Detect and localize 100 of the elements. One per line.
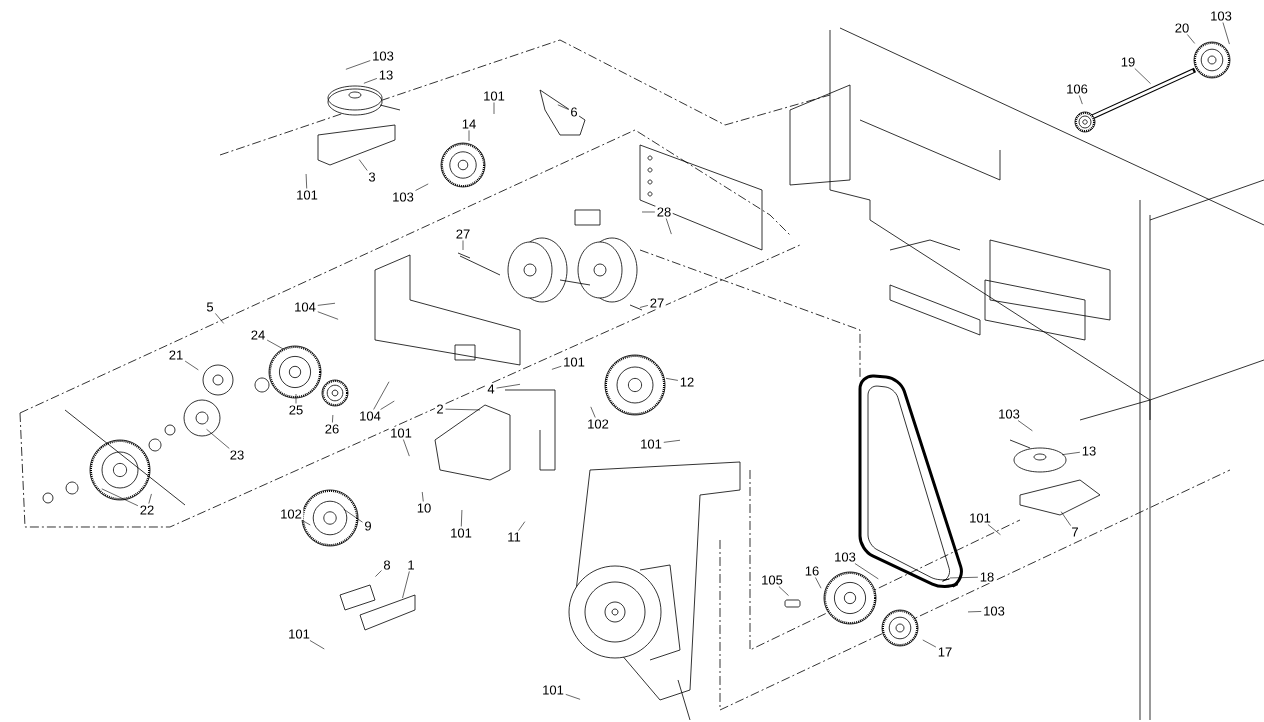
leader-line xyxy=(460,509,463,527)
callout-number: 12 xyxy=(678,375,696,389)
callout-number: 101 xyxy=(638,437,664,451)
callout-number: 101 xyxy=(561,355,587,369)
callout-number: 27 xyxy=(454,227,472,241)
leader-line xyxy=(415,183,429,191)
callout-number: 19 xyxy=(1119,55,1137,69)
leader-line xyxy=(557,104,569,110)
callout-number: 13 xyxy=(1080,444,1098,458)
leader-line xyxy=(518,521,526,531)
leader-line xyxy=(1060,511,1071,526)
callout-number: 28 xyxy=(655,205,673,219)
callout-number: 11 xyxy=(505,531,523,543)
callout-number: 20 xyxy=(1173,21,1191,35)
leader-line xyxy=(468,130,470,142)
callout-number: 104 xyxy=(357,409,383,423)
callout-number: 23 xyxy=(228,448,246,462)
leader-line xyxy=(854,563,879,580)
callout-number: 8 xyxy=(381,558,393,572)
leader-line xyxy=(266,339,284,350)
callout-number: 13 xyxy=(377,68,395,82)
callout-number: 25 xyxy=(287,403,305,417)
callout-number: 17 xyxy=(936,646,954,658)
leader-line xyxy=(967,611,982,613)
leader-line xyxy=(373,381,390,410)
leader-line xyxy=(1187,34,1196,44)
leader-line xyxy=(343,508,363,523)
leader-line xyxy=(375,570,382,577)
leader-line xyxy=(665,218,672,235)
callout-number: 103 xyxy=(996,407,1022,421)
leader-line xyxy=(421,491,424,502)
leader-line xyxy=(445,408,481,411)
leader-line xyxy=(101,488,139,507)
callout-number: 14 xyxy=(460,118,478,130)
leader-line xyxy=(493,102,495,115)
callout-number: 5 xyxy=(204,300,216,314)
leader-line xyxy=(565,694,581,700)
leader-line xyxy=(215,313,225,324)
callout-number: 6 xyxy=(568,105,580,119)
leader-line xyxy=(302,520,311,526)
leader-line xyxy=(778,586,789,596)
callout-number: 1 xyxy=(405,559,417,571)
leader-line xyxy=(641,211,656,213)
leader-line xyxy=(1017,420,1033,432)
callout-number: 104 xyxy=(292,300,318,314)
callout-number: 26 xyxy=(323,422,341,436)
leader-line xyxy=(380,400,395,410)
callout-number: 18 xyxy=(978,570,996,584)
callout-number: 9 xyxy=(362,519,374,533)
callout-number: 103 xyxy=(390,190,416,204)
leader-line xyxy=(590,406,596,418)
leader-line xyxy=(815,577,822,589)
callout-number: 22 xyxy=(138,503,156,517)
leader-line xyxy=(345,60,371,70)
callout-number: 10 xyxy=(415,501,433,515)
callout-number: 102 xyxy=(585,417,611,431)
callout-number: 103 xyxy=(981,604,1007,618)
leader-line xyxy=(1079,95,1083,105)
callout-number: 21 xyxy=(167,348,185,362)
leader-line xyxy=(305,173,308,189)
callout-number: 106 xyxy=(1064,82,1090,96)
callout-number: 24 xyxy=(249,328,267,342)
callout-number: 7 xyxy=(1069,526,1081,538)
callout-number: 101 xyxy=(388,426,414,440)
leader-line xyxy=(317,302,336,306)
leader-line xyxy=(332,414,334,423)
callout-number: 101 xyxy=(481,89,507,103)
callout-number: 2 xyxy=(434,402,446,416)
callout-number: 101 xyxy=(967,511,993,525)
callout-number: 27 xyxy=(648,296,666,310)
callout-number: 101 xyxy=(540,683,566,697)
leader-line xyxy=(148,493,152,504)
callout-number: 102 xyxy=(278,507,304,521)
leader-line xyxy=(551,365,562,370)
leader-line xyxy=(1134,68,1151,84)
leader-line xyxy=(1061,451,1081,456)
callout-number: 101 xyxy=(448,526,474,540)
callout-number: 105 xyxy=(759,573,785,587)
leader-line xyxy=(317,311,339,320)
callout-number: 4 xyxy=(485,383,497,395)
leader-line xyxy=(663,439,681,443)
leader-line xyxy=(309,640,325,650)
callout-number: 16 xyxy=(803,564,821,578)
leader-line xyxy=(922,639,937,648)
callout-number: 3 xyxy=(366,170,378,184)
leader-line xyxy=(1222,22,1230,45)
callout-number: 103 xyxy=(370,49,396,63)
leader-line xyxy=(496,384,521,389)
leader-line xyxy=(462,240,464,251)
leader-line xyxy=(403,439,410,457)
callout-number: 103 xyxy=(1208,9,1234,23)
leader-line xyxy=(206,428,230,449)
leader-line xyxy=(295,393,297,404)
leader-line xyxy=(363,78,378,84)
leader-line xyxy=(402,571,410,599)
callout-number: 103 xyxy=(832,550,858,564)
leader-line xyxy=(665,378,679,381)
leader-line xyxy=(639,305,649,308)
leader-line xyxy=(358,159,368,171)
callout-number: 101 xyxy=(294,188,320,202)
